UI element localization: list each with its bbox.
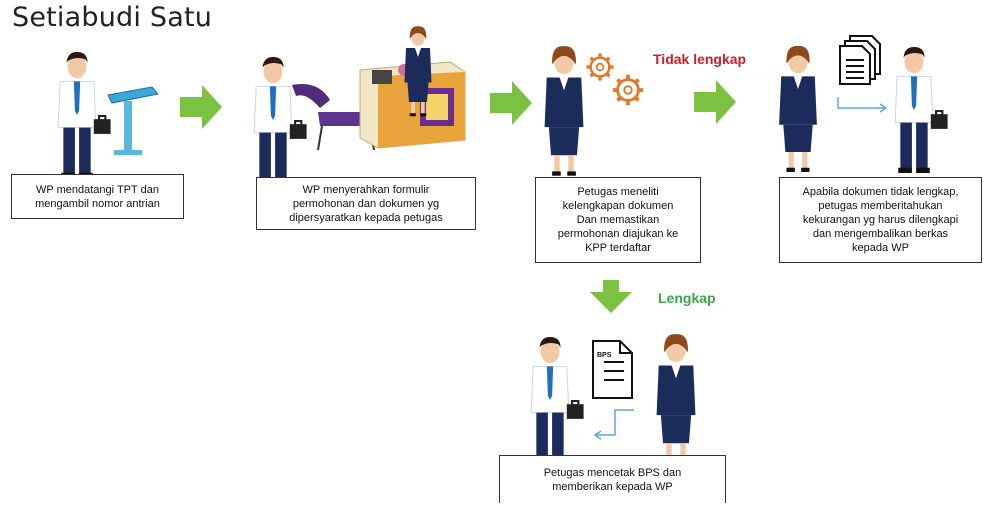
arrow-right-icon — [180, 85, 222, 129]
step-4-caption: Apabila dokumen tidak lengkap, petugas m… — [779, 177, 982, 263]
branch-label-incomplete: Tidak lengkap — [653, 51, 747, 67]
document-stack-icon — [839, 35, 881, 85]
gears-icon — [584, 51, 646, 108]
man-figure — [57, 50, 112, 180]
step-1-caption: WP mendatangi TPT dan mengambil nomor an… — [11, 174, 184, 219]
step-3-text: Petugas meneliti kelengkapan dokumen Dan… — [557, 186, 679, 254]
return-arrow-icon — [593, 409, 634, 440]
step-3-caption: Petugas meneliti kelengkapan dokumen Dan… — [535, 177, 701, 263]
bps-document-icon: BPS — [592, 340, 633, 399]
step-2-text: WP menyerahkan formulir permohonan dan d… — [289, 183, 443, 224]
step-5-caption: Petugas mencetak BPS dan memberikan kepa… — [499, 455, 726, 503]
arrow-down-icon — [590, 280, 632, 313]
step-2-caption: WP menyerahkan formulir permohonan dan d… — [256, 177, 476, 230]
branch-label-complete: Lengkap — [658, 290, 716, 306]
arrow-right-icon — [490, 81, 532, 125]
arrow-right-icon — [694, 80, 736, 124]
step-1-text: WP mendatangi TPT dan mengambil nomor an… — [35, 183, 160, 210]
woman-figure — [779, 45, 817, 172]
bps-label: BPS — [597, 352, 612, 359]
woman-figure — [544, 46, 584, 176]
man-figure — [253, 55, 308, 185]
woman-figure — [656, 334, 696, 464]
step-5-text: Petugas mencetak BPS dan memberikan kepa… — [543, 466, 682, 493]
page-title: Setiabudi Satu — [12, 2, 213, 33]
step-4-text: Apabila dokumen tidak lengkap, petugas m… — [802, 186, 959, 254]
return-arrow-icon — [837, 97, 888, 113]
man-figure — [894, 45, 949, 175]
man-figure — [530, 335, 585, 465]
kiosk-icon — [107, 86, 159, 155]
